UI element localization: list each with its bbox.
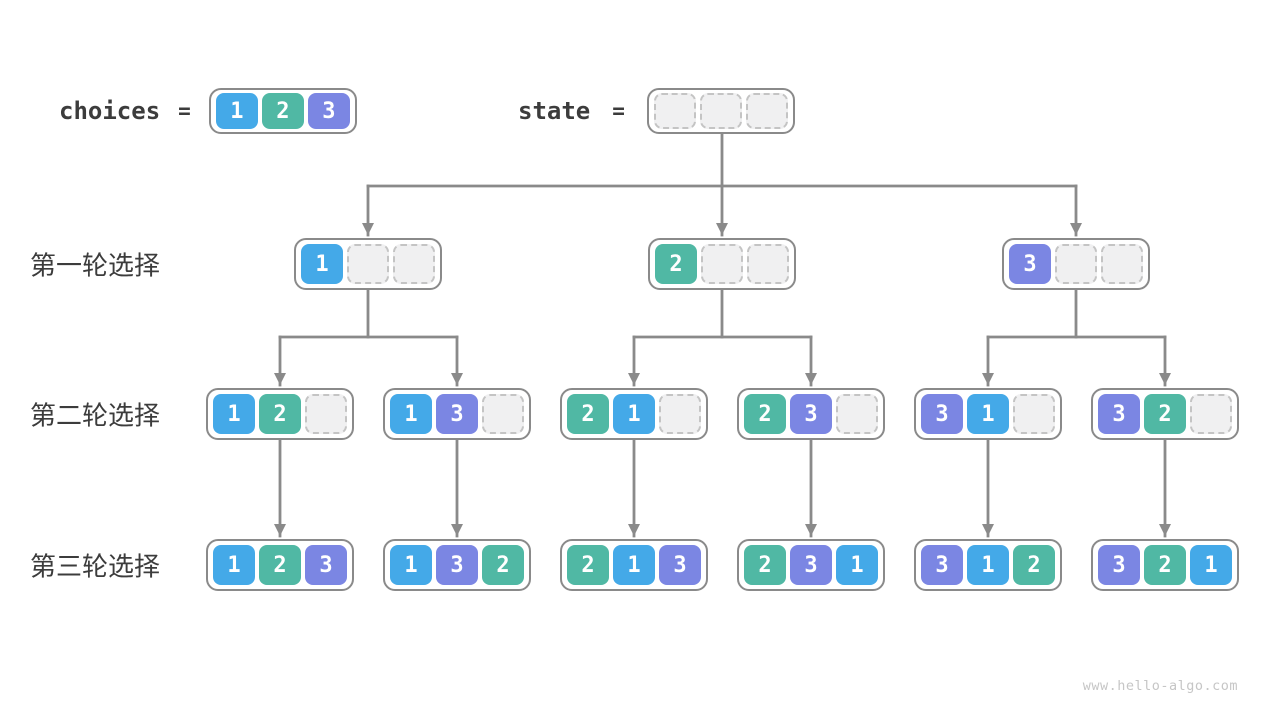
state-node-1-1: 1 <box>294 238 442 290</box>
empty-cell <box>747 244 789 284</box>
empty-cell <box>701 244 743 284</box>
empty-cell <box>1055 244 1097 284</box>
row-label-2: 第二轮选择 <box>30 400 161 431</box>
filled-cell-3: 3 <box>1098 545 1140 585</box>
filled-cell-2: 2 <box>1013 545 1055 585</box>
filled-cell-2: 2 <box>744 545 786 585</box>
state-node-1-3: 3 <box>1002 238 1150 290</box>
state-legend: state = <box>518 88 795 134</box>
filled-cell-2: 2 <box>261 93 304 129</box>
filled-cell-1: 1 <box>836 545 878 585</box>
empty-cell <box>347 244 389 284</box>
state-label: state <box>518 97 591 125</box>
empty-cell <box>699 93 742 129</box>
filled-cell-2: 2 <box>655 244 697 284</box>
empty-cell <box>482 394 524 434</box>
filled-cell-1: 1 <box>301 244 343 284</box>
row-label-1: 第一轮选择 <box>30 250 161 281</box>
empty-cell <box>836 394 878 434</box>
filled-cell-1: 1 <box>213 394 255 434</box>
filled-cell-2: 2 <box>567 394 609 434</box>
filled-cell-3: 3 <box>1009 244 1051 284</box>
empty-cell <box>305 394 347 434</box>
empty-cell <box>1101 244 1143 284</box>
filled-cell-3: 3 <box>436 545 478 585</box>
state-box <box>646 88 795 134</box>
filled-cell-1: 1 <box>967 545 1009 585</box>
equals-sign: = <box>612 99 625 123</box>
filled-cell-1: 1 <box>613 545 655 585</box>
empty-cell <box>653 93 696 129</box>
empty-cell <box>745 93 788 129</box>
filled-cell-2: 2 <box>744 394 786 434</box>
filled-cell-1: 1 <box>1190 545 1232 585</box>
filled-cell-2: 2 <box>567 545 609 585</box>
row-label-3: 第三轮选择 <box>30 551 161 582</box>
filled-cell-1: 1 <box>390 394 432 434</box>
filled-cell-3: 3 <box>436 394 478 434</box>
filled-cell-1: 1 <box>613 394 655 434</box>
filled-cell-3: 3 <box>659 545 701 585</box>
equals-sign: = <box>178 99 191 123</box>
filled-cell-3: 3 <box>790 394 832 434</box>
filled-cell-1: 1 <box>967 394 1009 434</box>
filled-cell-3: 3 <box>921 545 963 585</box>
filled-cell-1: 1 <box>390 545 432 585</box>
filled-cell-1: 1 <box>215 93 258 129</box>
filled-cell-2: 2 <box>1144 394 1186 434</box>
empty-cell <box>393 244 435 284</box>
filled-cell-3: 3 <box>1098 394 1140 434</box>
filled-cell-3: 3 <box>305 545 347 585</box>
empty-cell <box>1190 394 1232 434</box>
filled-cell-1: 1 <box>213 545 255 585</box>
filled-cell-2: 2 <box>482 545 524 585</box>
filled-cell-2: 2 <box>259 545 301 585</box>
choices-label: choices <box>59 97 161 125</box>
filled-cell-2: 2 <box>1144 545 1186 585</box>
filled-cell-3: 3 <box>307 93 350 129</box>
state-node-1-2: 2 <box>648 238 796 290</box>
empty-cell <box>1013 394 1055 434</box>
filled-cell-3: 3 <box>921 394 963 434</box>
watermark: www.hello-algo.com <box>1082 678 1238 694</box>
filled-cell-3: 3 <box>790 545 832 585</box>
empty-cell <box>659 394 701 434</box>
filled-cell-2: 2 <box>259 394 301 434</box>
